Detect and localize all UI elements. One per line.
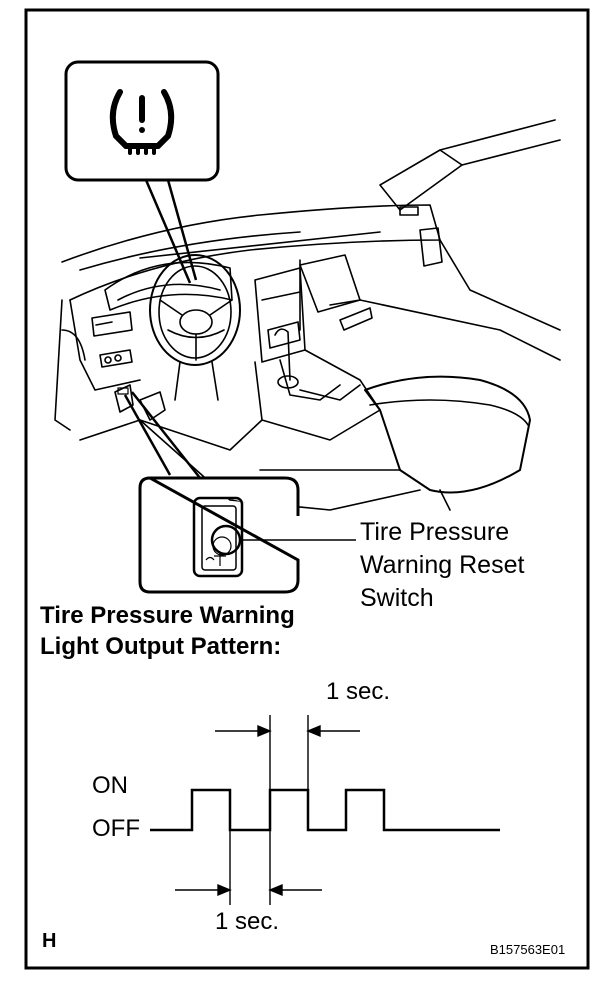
output-pattern-title-line-1: Tire Pressure Warning	[40, 602, 295, 629]
figure-id: B157563E01	[490, 942, 566, 957]
panel-letter: H	[42, 930, 57, 952]
reset-switch-label-line-1: Tire Pressure	[360, 518, 510, 546]
top-duration-label: 1 sec.	[326, 678, 391, 705]
figure-border	[24, 8, 590, 970]
reset-switch-label-line-2: Warning Reset	[360, 551, 525, 579]
bottom-dimension-marker	[175, 830, 322, 905]
bottom-duration-label: 1 sec.	[215, 908, 280, 935]
on-level-label: ON	[92, 772, 128, 799]
off-level-label: OFF	[92, 815, 140, 842]
top-dimension-marker	[215, 715, 360, 790]
signal-trace	[150, 788, 500, 832]
reset-switch-callout	[123, 391, 356, 594]
reset-switch-label: Tire Pressure Warning Reset Switch	[360, 516, 524, 615]
car-interior-illustration	[54, 119, 561, 511]
output-pattern-title-line-2: Light Output Pattern:	[40, 633, 282, 660]
warning-light-callout	[64, 60, 220, 284]
reset-switch-label-line-3: Switch	[360, 584, 434, 612]
output-pattern-title: Tire Pressure Warning Light Output Patte…	[40, 600, 295, 662]
tire-pressure-warning-icon	[109, 89, 175, 155]
output-pattern-waveform	[150, 715, 500, 905]
